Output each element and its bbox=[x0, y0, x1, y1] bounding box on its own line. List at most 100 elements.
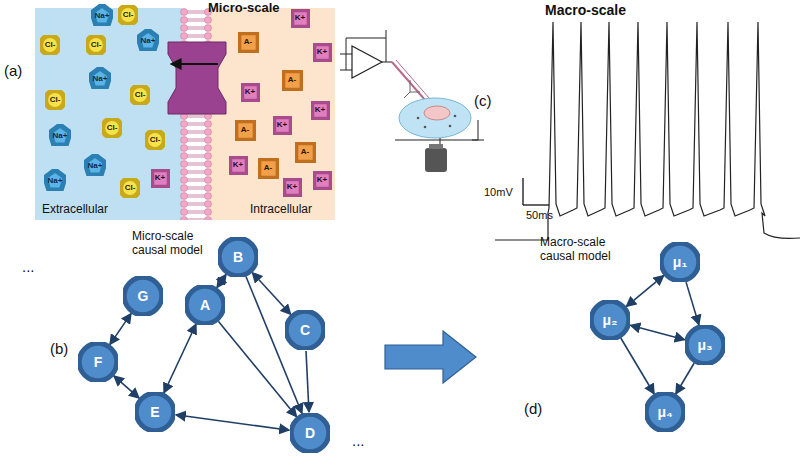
node-label: μ₁ bbox=[673, 255, 687, 269]
ion-particle: A- bbox=[282, 70, 303, 91]
node-outline bbox=[282, 70, 301, 89]
node-outline bbox=[241, 83, 258, 100]
causal-arrow bbox=[630, 325, 684, 339]
transform-arrow bbox=[385, 331, 476, 383]
scale-bar-horizontal bbox=[523, 204, 549, 205]
node-outline bbox=[286, 311, 324, 349]
ion-particle: Cl- bbox=[120, 178, 140, 198]
ion-particle: Cl- bbox=[102, 118, 122, 138]
node-outline bbox=[258, 158, 277, 177]
ion-particle: Cl- bbox=[45, 90, 65, 110]
node-outline bbox=[121, 179, 140, 198]
ion-symbol: K+ bbox=[317, 176, 327, 184]
node-outline bbox=[311, 101, 328, 118]
ion-particle: Cl- bbox=[118, 5, 138, 25]
intracellular-region bbox=[210, 8, 335, 220]
ion-particle: A- bbox=[295, 142, 316, 163]
node-outline bbox=[646, 393, 684, 431]
causal-arrow bbox=[676, 363, 694, 394]
node-outline bbox=[661, 243, 699, 281]
ion-particle: Cl- bbox=[40, 35, 60, 55]
ion-particle: Na+ bbox=[137, 29, 159, 51]
patch-clamp-setup bbox=[340, 30, 484, 172]
causal-node: μ₄ bbox=[645, 392, 685, 432]
node-label: μ₄ bbox=[657, 405, 672, 419]
text-label: Macro-scale bbox=[545, 2, 626, 18]
node-outline bbox=[686, 326, 724, 364]
extracellular-region bbox=[35, 8, 182, 220]
causal-arrow bbox=[110, 313, 131, 344]
ion-symbol: A- bbox=[244, 38, 252, 46]
node-label: B bbox=[233, 250, 243, 264]
ion-symbol: Na+ bbox=[93, 75, 108, 83]
causal-arrow bbox=[164, 324, 196, 393]
ion-particle: Cl- bbox=[86, 35, 106, 55]
ion-symbol: Na+ bbox=[48, 177, 63, 185]
causal-node: E bbox=[135, 392, 175, 432]
ion-particle: K+ bbox=[313, 171, 332, 190]
text-label: Macro-scale causal model bbox=[540, 236, 622, 264]
text-label: (d) bbox=[524, 400, 542, 417]
ion-symbol: Cl- bbox=[45, 41, 56, 49]
node-label: D bbox=[305, 426, 315, 440]
node-outline bbox=[124, 277, 162, 315]
text-label: Micro-scale bbox=[208, 1, 280, 16]
ion-symbol: Na+ bbox=[88, 162, 103, 170]
text-label: Intracellular bbox=[250, 203, 312, 217]
node-outline bbox=[313, 43, 330, 60]
node-outline bbox=[146, 131, 165, 150]
causal-arrow bbox=[252, 272, 291, 314]
node-outline bbox=[295, 142, 314, 161]
ion-symbol: K+ bbox=[287, 183, 297, 191]
node-outline bbox=[41, 36, 60, 55]
ion-particle: Na+ bbox=[91, 4, 113, 26]
ion-symbol: A- bbox=[301, 148, 309, 156]
ion-symbol: Na+ bbox=[141, 37, 156, 45]
text-label: 50ms bbox=[526, 209, 553, 222]
ion-particle: K+ bbox=[311, 101, 330, 120]
causal-arrow bbox=[176, 415, 289, 430]
ion-particle: Cl- bbox=[130, 85, 150, 105]
node-outline bbox=[313, 171, 330, 188]
causal-node: G bbox=[123, 276, 163, 316]
ion-symbol: K+ bbox=[317, 48, 327, 56]
node-label: F bbox=[94, 355, 103, 369]
text-label: ... bbox=[352, 432, 365, 449]
ion-symbol: Cl- bbox=[123, 11, 134, 19]
ion-symbol: A- bbox=[241, 126, 249, 134]
ion-symbol: K+ bbox=[315, 106, 325, 114]
ion-channel bbox=[168, 42, 226, 114]
ion-particle: Na+ bbox=[89, 67, 111, 89]
text-label: 10mV bbox=[484, 186, 513, 199]
node-outline bbox=[229, 156, 246, 173]
node-outline bbox=[219, 238, 257, 276]
ion-symbol: Cl- bbox=[135, 91, 146, 99]
node-label: G bbox=[138, 289, 149, 303]
node-label: μ₃ bbox=[697, 338, 712, 352]
causal-node: μ₁ bbox=[660, 242, 700, 282]
ion-particle: K+ bbox=[241, 83, 260, 102]
text-label: Micro-scale causal model bbox=[132, 230, 212, 258]
ion-particle: K+ bbox=[291, 9, 310, 28]
causal-node: μ₂ bbox=[590, 300, 630, 340]
node-outline bbox=[87, 36, 106, 55]
ion-particle: Na+ bbox=[44, 169, 66, 191]
ion-symbol: Cl- bbox=[125, 184, 136, 192]
ion-particle: A- bbox=[238, 32, 259, 53]
node-outline bbox=[151, 169, 168, 186]
node-outline bbox=[238, 32, 257, 51]
ion-particle: K+ bbox=[151, 169, 170, 188]
causal-arrow bbox=[114, 376, 139, 398]
ion-symbol: Cl- bbox=[50, 96, 61, 104]
ion-particle: K+ bbox=[229, 156, 248, 175]
node-label: C bbox=[300, 323, 310, 337]
text-label: (b) bbox=[50, 340, 68, 357]
node-outline bbox=[273, 116, 290, 133]
ion-symbol: Na+ bbox=[95, 12, 110, 20]
node-outline bbox=[119, 6, 138, 25]
ion-symbol: Na+ bbox=[53, 132, 68, 140]
causal-node: F bbox=[78, 342, 118, 382]
scale-bar-vertical bbox=[522, 178, 523, 205]
node-outline bbox=[79, 343, 117, 381]
ion-particle: K+ bbox=[273, 116, 292, 135]
